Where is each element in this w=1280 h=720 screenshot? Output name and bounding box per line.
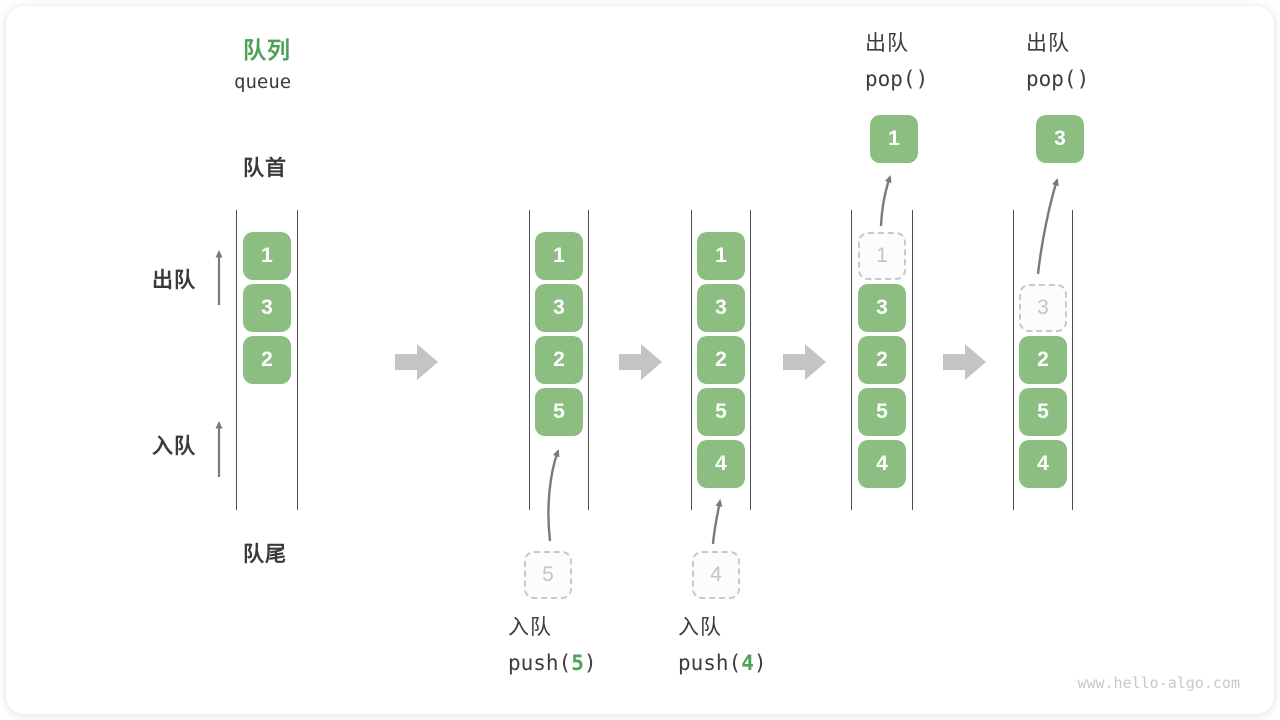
push-op-group-1: 入队 push(5) [508,617,597,674]
pop-op-name: 出队 [865,32,909,55]
push-code-arg: 5 [571,651,584,675]
pop-op-code: pop() [865,67,929,91]
push-op-code: push(5) [508,653,597,674]
queue-box: 2 [535,336,583,384]
push-op-code: push(4) [678,653,767,674]
push-code-arg: 4 [741,651,754,675]
pop-op-name: 出队 [1026,32,1070,55]
queue-box: 3 [697,284,745,332]
queue-box: 5 [535,388,583,436]
queue-box: 4 [858,440,906,488]
diagram-title-en: queue [234,71,292,93]
push-code-post: ) [583,651,597,675]
enqueue-side-label: 入队 [152,435,196,458]
queue-front-label: 队首 [243,157,287,180]
queue-box: 4 [1019,440,1067,488]
queue-box: 2 [858,336,906,384]
queue-box: 5 [1019,388,1067,436]
dequeue-side-label: 出队 [152,269,196,292]
queue-box: 5 [858,388,906,436]
queue-box: 3 [243,284,291,332]
queue-box: 5 [697,388,745,436]
queue-box: 2 [697,336,745,384]
popped-value-box: 3 [1036,115,1084,163]
staged-value-box: 4 [692,551,740,599]
queue-box: 2 [243,336,291,384]
pop-op-group-1: 出队 pop() [865,33,928,90]
push-op-name: 入队 [678,616,722,639]
popped-value-box: 1 [870,115,918,163]
push-code-pre: push( [508,651,572,675]
queue-channel [691,210,751,510]
queue-box: 1 [697,232,745,280]
queue-channel [1013,210,1073,510]
watermark: www.hello-algo.com [1077,674,1240,692]
queue-ghost-box: 1 [858,232,906,280]
queue-channel [529,210,589,510]
queue-ghost-box: 3 [1019,284,1067,332]
queue-channel [236,210,298,510]
queue-box: 1 [535,232,583,280]
push-code-pre: push( [678,651,742,675]
staged-value-box: 5 [524,551,572,599]
pop-op-group-2: 出队 pop() [1026,33,1089,90]
queue-box: 3 [858,284,906,332]
queue-box: 4 [697,440,745,488]
figure-card [6,6,1274,714]
push-op-group-2: 入队 push(4) [678,617,767,674]
queue-channel [851,210,913,510]
diagram-title-zh: 队列 [243,37,291,63]
queue-box: 2 [1019,336,1067,384]
push-op-name: 入队 [508,616,552,639]
queue-box: 1 [243,232,291,280]
queue-box: 3 [535,284,583,332]
push-code-post: ) [753,651,767,675]
queue-rear-label: 队尾 [243,543,287,566]
pop-op-code: pop() [1026,67,1090,91]
